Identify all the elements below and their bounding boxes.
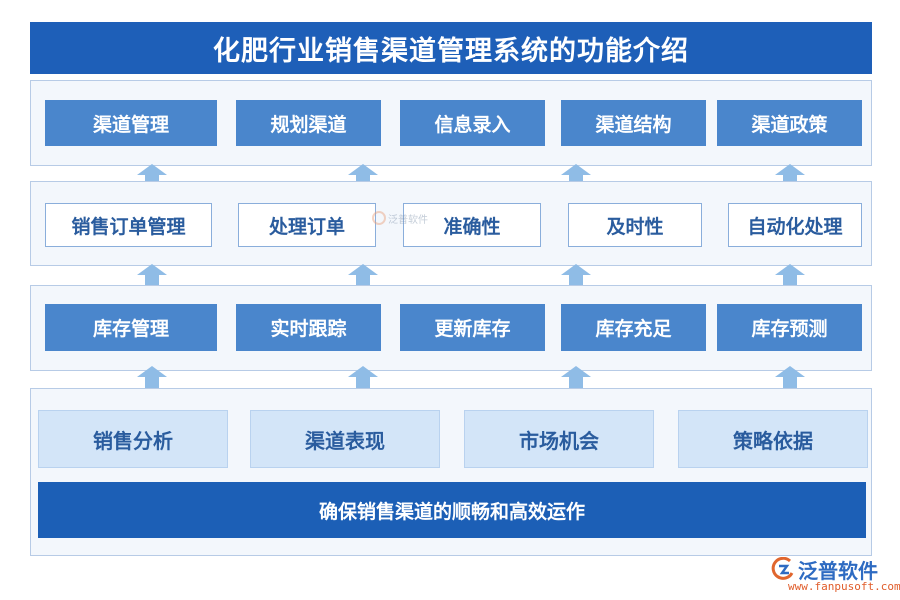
logo-name: 泛普软件 — [798, 559, 878, 583]
box-sales-analysis: 销售分析 — [38, 410, 228, 468]
up-arrow-icon — [775, 164, 805, 186]
box-timeliness: 及时性 — [568, 203, 702, 247]
up-arrow-icon — [137, 164, 167, 186]
up-arrow-icon — [348, 264, 378, 286]
box-channel-policy: 渠道政策 — [717, 100, 862, 146]
box-sufficient-inventory: 库存充足 — [561, 304, 706, 351]
diagram-title: 化肥行业销售渠道管理系统的功能介绍 — [30, 22, 872, 74]
box-process-order: 处理订单 — [238, 203, 376, 247]
box-automated-processing: 自动化处理 — [728, 203, 862, 247]
box-plan-channel: 规划渠道 — [236, 100, 381, 146]
up-arrow-icon — [348, 366, 378, 388]
box-market-opportunity: 市场机会 — [464, 410, 654, 468]
box-accuracy: 准确性 — [403, 203, 541, 247]
logo-url: www.fanpusoft.com — [788, 580, 900, 593]
box-inventory-forecast: 库存预测 — [717, 304, 862, 351]
box-channel-management: 渠道管理 — [45, 100, 217, 146]
up-arrow-icon — [775, 366, 805, 388]
goal-banner: 确保销售渠道的顺畅和高效运作 — [38, 482, 866, 538]
box-channel-structure: 渠道结构 — [561, 100, 706, 146]
up-arrow-icon — [137, 264, 167, 286]
box-real-time-tracking: 实时跟踪 — [236, 304, 381, 351]
fanpu-logo: 泛普软件 www.fanpusoft.com — [770, 555, 900, 597]
box-info-entry: 信息录入 — [400, 100, 545, 146]
box-inventory-management: 库存管理 — [45, 304, 217, 351]
up-arrow-icon — [348, 164, 378, 186]
box-sales-order-management: 销售订单管理 — [45, 203, 212, 247]
up-arrow-icon — [561, 164, 591, 186]
up-arrow-icon — [137, 366, 167, 388]
up-arrow-icon — [775, 264, 805, 286]
watermark-text: 泛普软件 — [388, 215, 428, 226]
up-arrow-icon — [561, 264, 591, 286]
box-strategy-basis: 策略依据 — [678, 410, 868, 468]
up-arrow-icon — [561, 366, 591, 388]
box-update-inventory: 更新库存 — [400, 304, 545, 351]
fanpu-logo-icon — [771, 557, 794, 580]
box-channel-performance: 渠道表现 — [250, 410, 440, 468]
watermark-logo: 泛普软件 — [372, 208, 428, 230]
